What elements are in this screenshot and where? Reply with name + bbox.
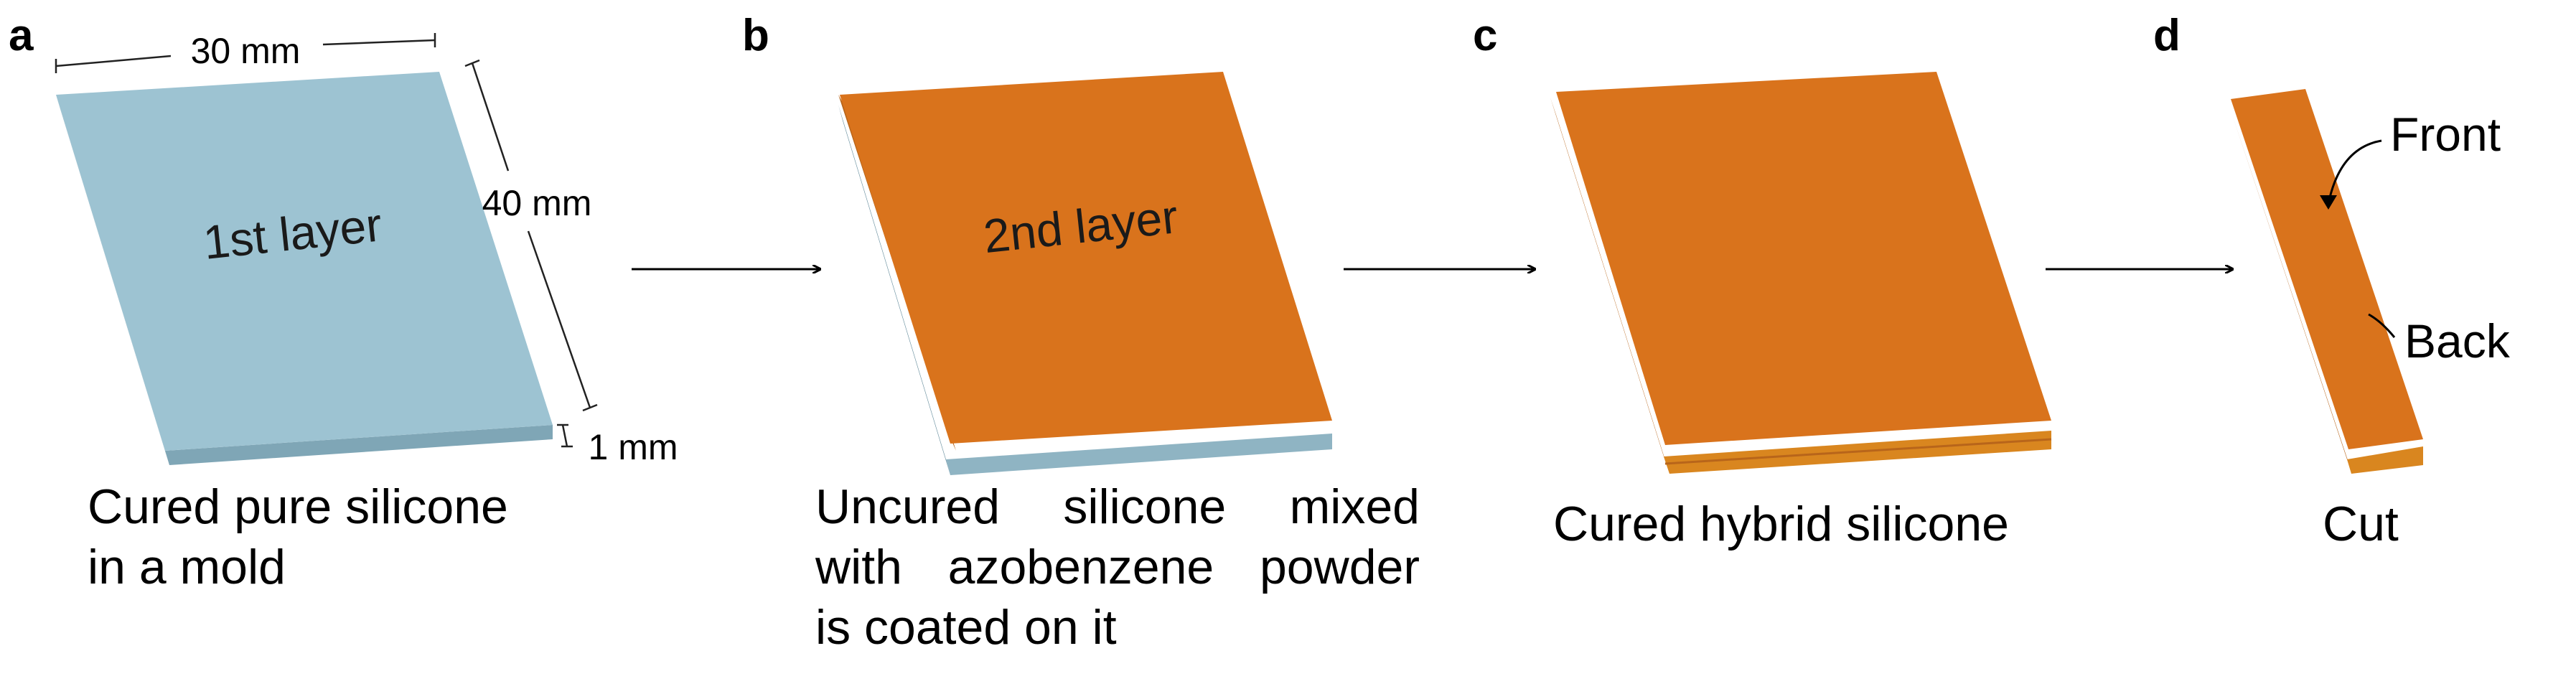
panel-c-letter: c xyxy=(1473,11,1497,60)
hybrid-slab xyxy=(1550,72,2052,474)
cut-strip-top-face xyxy=(2231,89,2423,449)
first-layer-front-face xyxy=(165,425,553,465)
panel-a: a 1st layer 30 mm 40 mm 1 m xyxy=(9,11,678,467)
cut-strip-front-face xyxy=(2347,446,2423,474)
base-layer-left-face xyxy=(838,105,950,475)
panel-b-caption-line-3: is coated on it xyxy=(815,600,1117,655)
panel-a-caption-line-1: Cured pure silicone xyxy=(88,479,508,534)
panel-d-caption-line-1: Cut xyxy=(2323,497,2399,551)
thickness-label: 1 mm xyxy=(589,427,678,467)
length-dimension xyxy=(464,59,598,412)
panel-d-letter: d xyxy=(2153,11,2181,60)
panel-c: c xyxy=(1473,11,2052,474)
panel-b-caption-line-1: Uncured silicone mixed xyxy=(815,479,1420,534)
hybrid-slab-seam xyxy=(1664,438,2052,465)
width-dimension xyxy=(55,33,436,73)
panel-d-caption: Cut xyxy=(2323,494,2399,554)
front-label: Front xyxy=(2390,108,2501,161)
panel-b: b 2nd layer xyxy=(742,11,1332,475)
panel-c-caption: Cured hybrid silicone xyxy=(1553,494,2009,554)
front-callout-arrowhead xyxy=(2320,195,2337,210)
panel-a-caption-line-2: in a mold xyxy=(88,540,286,594)
base-layer-front-face xyxy=(946,434,1332,475)
hybrid-slab-left-face xyxy=(1550,98,1669,474)
thickness-dimension xyxy=(557,423,573,448)
first-layer-top-face xyxy=(56,72,553,451)
panel-a-caption: Cured pure silicone in a mold xyxy=(88,477,508,597)
back-label: Back xyxy=(2404,314,2511,367)
width-label: 30 mm xyxy=(191,31,301,71)
panel-c-caption-line-1: Cured hybrid silicone xyxy=(1553,497,2009,551)
cut-strip xyxy=(2228,89,2423,474)
coated-slab xyxy=(838,72,1332,475)
front-callout-arrow xyxy=(2327,139,2382,205)
panel-b-caption: Uncured silicone mixed with azobenzene p… xyxy=(815,477,1420,657)
first-layer-left-face xyxy=(56,95,169,465)
length-label: 40 mm xyxy=(482,183,592,223)
panel-a-letter: a xyxy=(9,11,34,60)
hybrid-slab-top-face xyxy=(1556,72,2051,445)
panel-b-caption-line-2: with azobenzene powder xyxy=(815,540,1420,594)
second-layer-top-face xyxy=(840,72,1332,444)
back-callout-line xyxy=(2368,313,2396,338)
first-layer-slab xyxy=(56,72,553,465)
panel-b-letter: b xyxy=(742,11,769,60)
panel-d: d Front Back xyxy=(2153,11,2511,474)
